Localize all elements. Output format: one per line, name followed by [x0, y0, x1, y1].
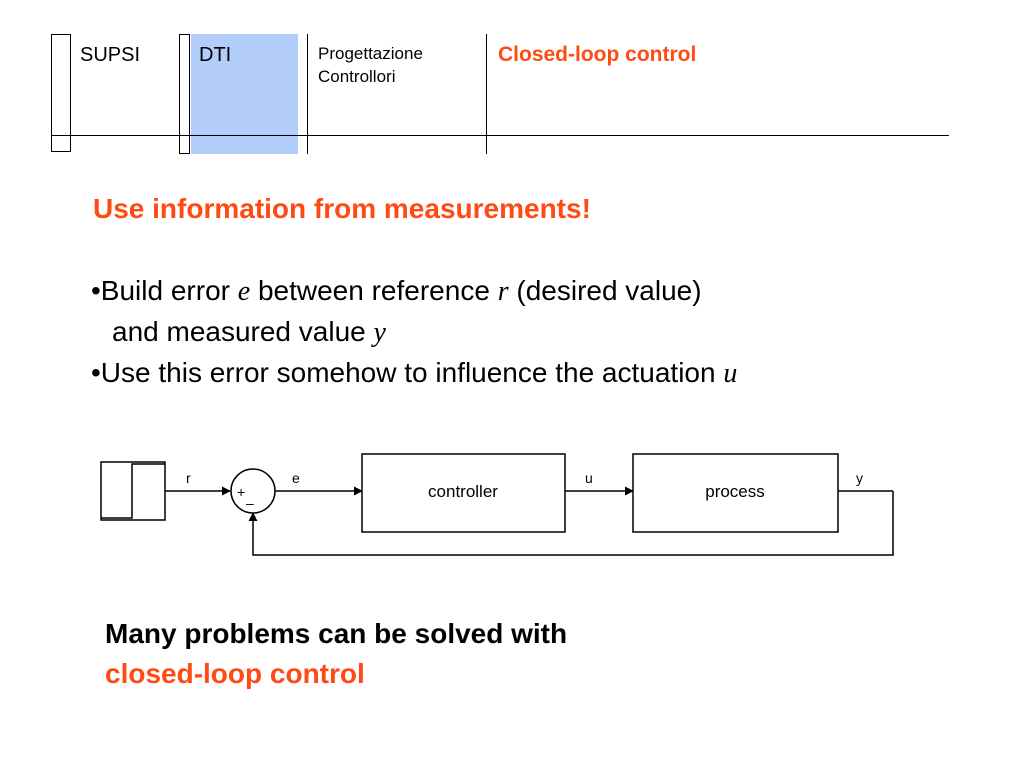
slide-title: Closed-loop control [498, 43, 697, 66]
bullet-1-part1: •Build error [91, 275, 238, 306]
bullet-2: •Use this error somehow to influence the… [91, 353, 737, 394]
header-separator-1 [307, 34, 308, 154]
controller-label: controller [428, 482, 498, 501]
header-department: DTI [199, 44, 232, 66]
header-course-line1: Progettazione [318, 44, 423, 63]
step-signal-icon [101, 463, 165, 519]
var-y: y [373, 317, 386, 348]
controller-block [361, 453, 566, 533]
process-block [632, 453, 839, 533]
reference-source-box [100, 461, 166, 521]
bullet-1b-part1: and measured value [112, 316, 374, 347]
signal-label-u: u [585, 470, 593, 486]
header-left-frame-divider [51, 135, 71, 136]
feedback-path [248, 491, 894, 556]
signal-label-e: e [292, 470, 300, 486]
closing-line-1: Many problems can be solved with [105, 618, 568, 649]
header-left-frame [51, 34, 71, 152]
header-course-line2: Controllori [318, 67, 396, 86]
var-e: e [237, 276, 251, 307]
closing-line-2: closed-loop control [105, 658, 365, 689]
lead-text: Use information from measurements! [93, 193, 591, 224]
process-label: process [705, 482, 765, 501]
reference-source [100, 461, 166, 521]
header-institution: SUPSI [80, 44, 141, 66]
sum-plus-sign: + [237, 484, 245, 500]
bullet-1: •Build error e between reference r (desi… [91, 271, 702, 312]
var-r: r [497, 276, 509, 307]
bullet-1-continuation: and measured value y [112, 312, 386, 353]
var-u: u [723, 358, 738, 389]
header-rule [71, 135, 949, 136]
signal-label-y: y [856, 470, 863, 486]
header-separator-2 [486, 34, 487, 154]
sum-minus-sign: – [246, 495, 254, 511]
bullet-2-part1: •Use this error somehow to influence the… [91, 357, 724, 388]
bullet-1-part2: between reference [250, 275, 498, 306]
header-dti-block [191, 34, 298, 154]
bullet-1-part3: (desired value) [508, 275, 702, 306]
signal-label-r: r [186, 470, 191, 486]
header-dti-frame [179, 34, 190, 154]
